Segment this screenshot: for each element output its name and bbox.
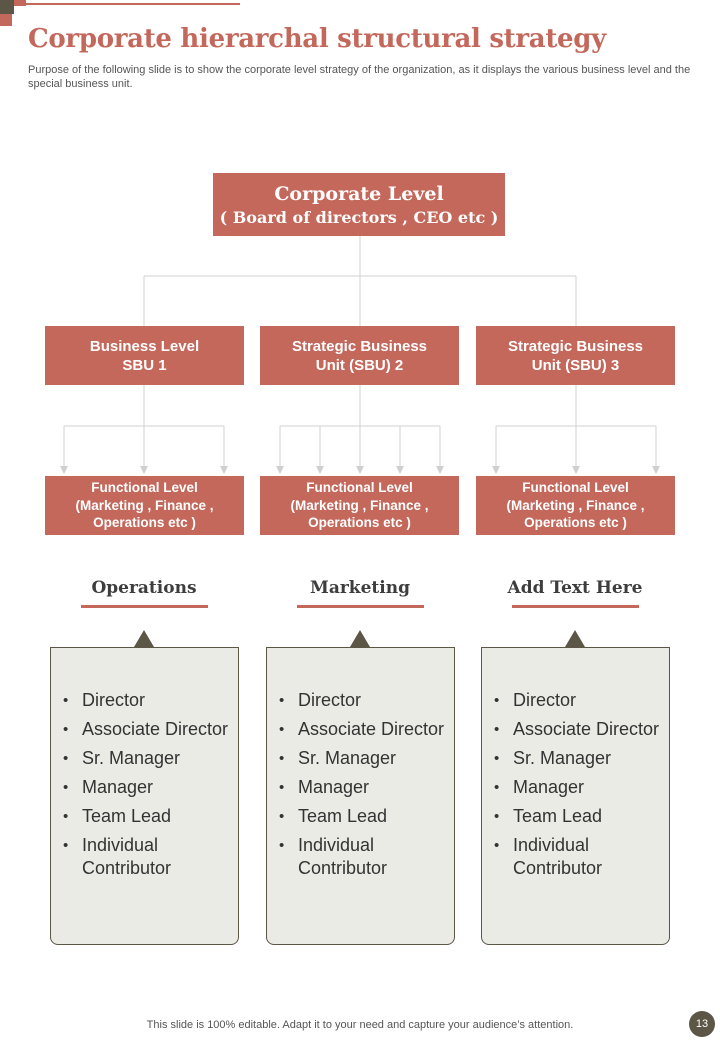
role-list: Director Associate Director Sr. Manager … <box>482 648 669 880</box>
role-item: Sr. Manager <box>494 747 669 770</box>
functional-level-line1: Functional Level <box>522 480 629 496</box>
corner-decoration-square <box>0 14 12 26</box>
functional-level-line2: (Marketing , Finance , <box>506 497 645 513</box>
functional-level-line2: (Marketing , Finance , <box>75 497 214 513</box>
role-item: Team Lead <box>63 805 238 828</box>
role-item: Director <box>63 689 238 712</box>
corporate-level-title: Corporate Level <box>274 182 444 205</box>
page-title: Corporate hierarchal structural strategy <box>28 24 606 54</box>
footer-note: This slide is 100% editable. Adapt it to… <box>146 1019 574 1031</box>
page-subtitle: Purpose of the following slide is to sho… <box>28 64 691 90</box>
column-title-1: Operations <box>91 578 197 598</box>
role-item: Manager <box>494 776 669 799</box>
business-unit-box-2: Strategic Business Unit (SBU) 2 <box>260 326 459 385</box>
business-unit-line2: Unit (SBU) 2 <box>315 356 404 374</box>
role-item: Director <box>279 689 454 712</box>
role-item: Individual Contributor <box>494 834 669 880</box>
corner-decoration-square <box>14 0 26 6</box>
pointer-triangle-icon <box>565 630 585 647</box>
business-unit-line1: Business Level <box>89 337 200 355</box>
functional-level-line2: (Marketing , Finance , <box>290 497 429 513</box>
role-item: Individual Contributor <box>279 834 454 880</box>
functional-level-line1: Functional Level <box>91 480 198 496</box>
top-accent-line <box>26 3 240 5</box>
functional-level-line3: Operations etc ) <box>308 515 411 531</box>
column-title-2: Marketing <box>310 578 410 598</box>
role-item: Manager <box>63 776 238 799</box>
pointer-triangle-icon <box>134 630 154 647</box>
role-item: Sr. Manager <box>63 747 238 770</box>
role-card-3: Director Associate Director Sr. Manager … <box>481 647 670 945</box>
role-item: Associate Director <box>279 718 454 741</box>
column-title-underline <box>81 605 208 608</box>
role-item: Team Lead <box>279 805 454 828</box>
corner-decoration-square <box>0 0 14 14</box>
functional-level-box-3: Functional Level (Marketing , Finance , … <box>476 476 675 535</box>
role-list: Director Associate Director Sr. Manager … <box>51 648 238 880</box>
functional-level-line3: Operations etc ) <box>93 515 196 531</box>
pointer-triangle-icon <box>350 630 370 647</box>
business-unit-box-1: Business Level SBU 1 <box>45 326 244 385</box>
role-item: Manager <box>279 776 454 799</box>
role-item: Director <box>494 689 669 712</box>
role-item: Team Lead <box>494 805 669 828</box>
functional-level-line1: Functional Level <box>306 480 413 496</box>
functional-level-box-2: Functional Level (Marketing , Finance , … <box>260 476 459 535</box>
column-title-3: Add Text Here <box>507 578 643 598</box>
functional-level-line3: Operations etc ) <box>524 515 627 531</box>
business-unit-line2: SBU 1 <box>122 356 167 374</box>
corporate-level-detail: ( Board of directors , CEO etc ) <box>219 207 499 227</box>
role-item: Sr. Manager <box>279 747 454 770</box>
business-unit-box-3: Strategic Business Unit (SBU) 3 <box>476 326 675 385</box>
column-title-underline <box>512 605 639 608</box>
column-title-underline <box>297 605 424 608</box>
corporate-level-box: Corporate Level ( Board of directors , C… <box>213 173 505 236</box>
business-unit-line2: Unit (SBU) 3 <box>531 356 620 374</box>
role-item: Individual Contributor <box>63 834 238 880</box>
functional-level-box-1: Functional Level (Marketing , Finance , … <box>45 476 244 535</box>
business-unit-line1: Strategic Business <box>507 337 644 355</box>
page-number-badge: 13 <box>689 1011 715 1037</box>
role-list: Director Associate Director Sr. Manager … <box>267 648 454 880</box>
business-unit-line1: Strategic Business <box>291 337 428 355</box>
role-card-2: Director Associate Director Sr. Manager … <box>266 647 455 945</box>
role-item: Associate Director <box>494 718 669 741</box>
role-card-1: Director Associate Director Sr. Manager … <box>50 647 239 945</box>
role-item: Associate Director <box>63 718 238 741</box>
